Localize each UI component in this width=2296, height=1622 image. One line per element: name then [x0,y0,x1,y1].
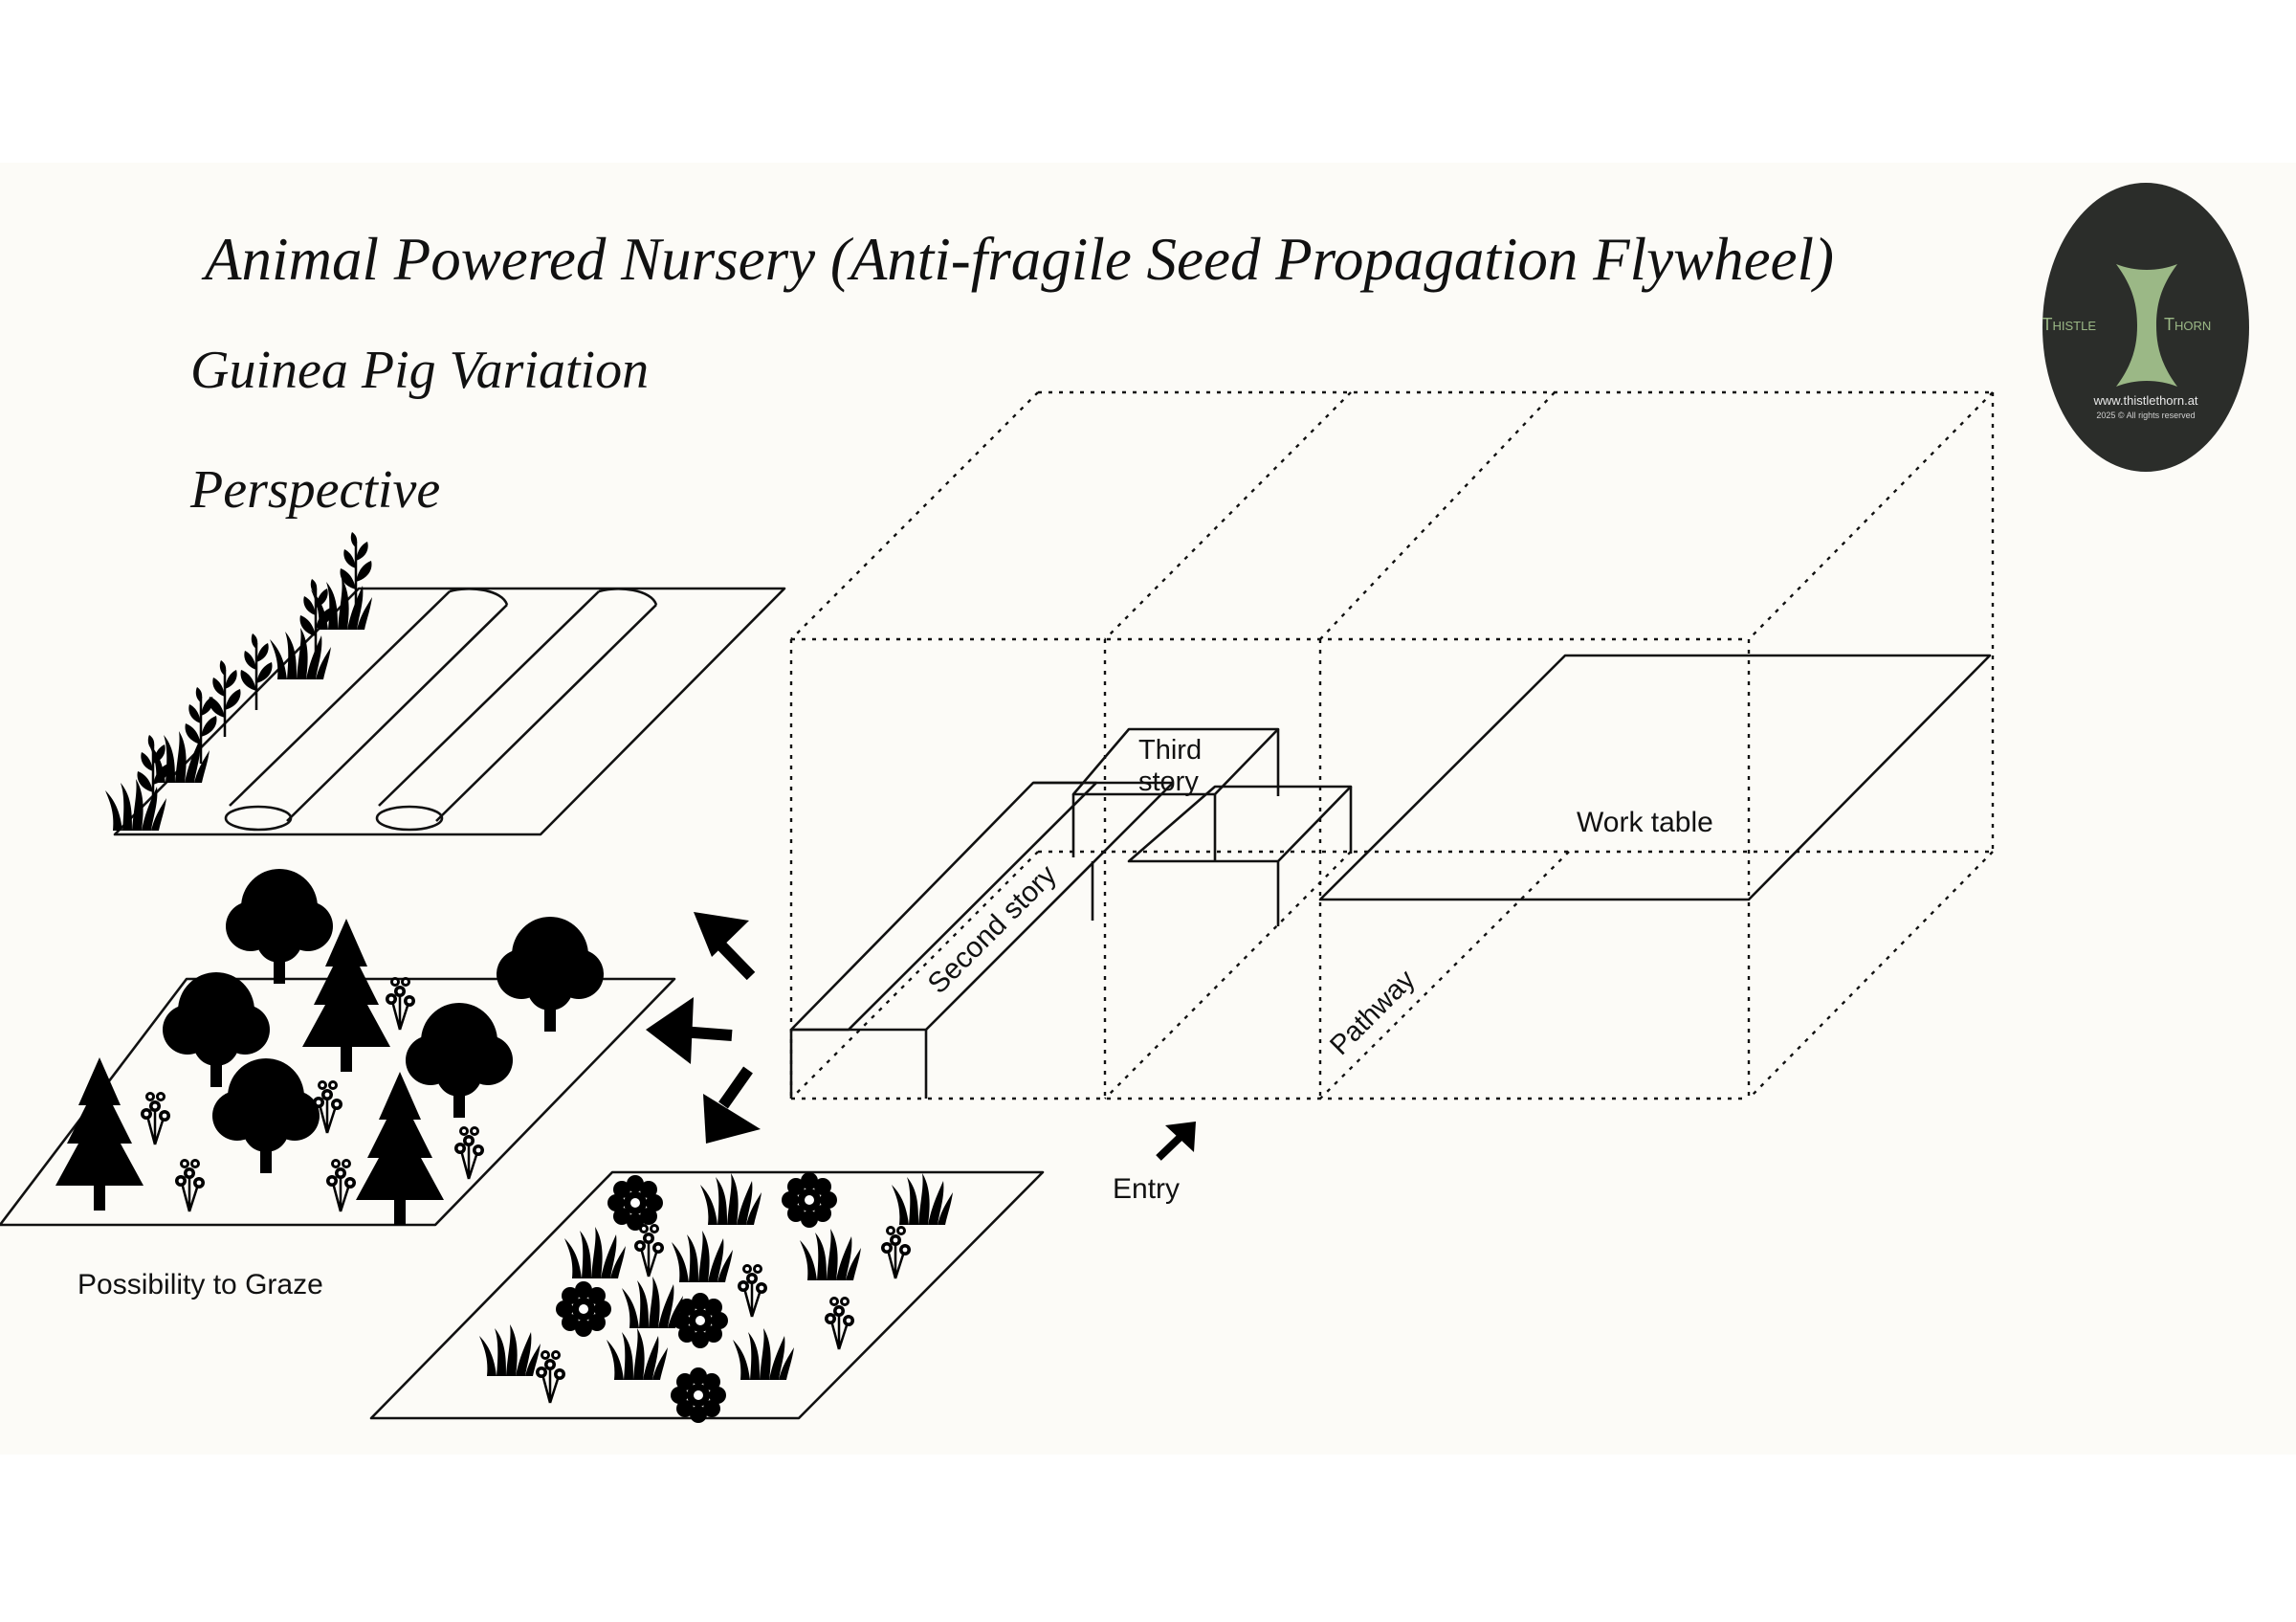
direction-arrows [646,912,1196,1161]
third-story-label-line2: story [1138,767,1199,797]
third-story-platform [1071,727,1353,926]
entry-arrow-icon [1156,1122,1196,1161]
arrow-down-left-icon [703,1066,761,1144]
seedlings-row [105,530,373,831]
greenhouse-frame [789,390,1995,1100]
arrow-left-icon [646,997,733,1064]
subtitle: Guinea Pig Variation [190,341,649,400]
view-label: Perspective [189,460,440,520]
forest-grazing-plot [0,869,676,1227]
logo-rights: 2025 © All rights reserved [2096,411,2195,420]
logo-emblem [2116,264,2177,387]
arrow-up-left-icon [694,912,756,981]
third-story-label-line1: Third [1138,735,1202,766]
logo-website: www.thistlethorn.at [2092,393,2197,408]
work-table-label: Work table [1577,807,1713,838]
flower-meadow-plot [369,1170,1045,1423]
second-story-label: Second story [922,859,1063,1000]
thistle-thorn-logo: Thistle Thorn www.thistlethorn.at 2025 ©… [2042,183,2249,472]
page-title: Animal Powered Nursery (Anti-fragile See… [201,226,1834,293]
logo-left-word: Thistle [2042,315,2096,334]
work-table [1318,654,1992,901]
tunnel-right [375,588,658,832]
seed-bed-with-tunnels [105,530,786,836]
entry-label: Entry [1113,1173,1180,1205]
tunnel-left [224,588,509,832]
second-story-platform [789,781,1174,1099]
logo-right-word: Thorn [2164,315,2211,334]
graze-label: Possibility to Graze [77,1269,323,1300]
